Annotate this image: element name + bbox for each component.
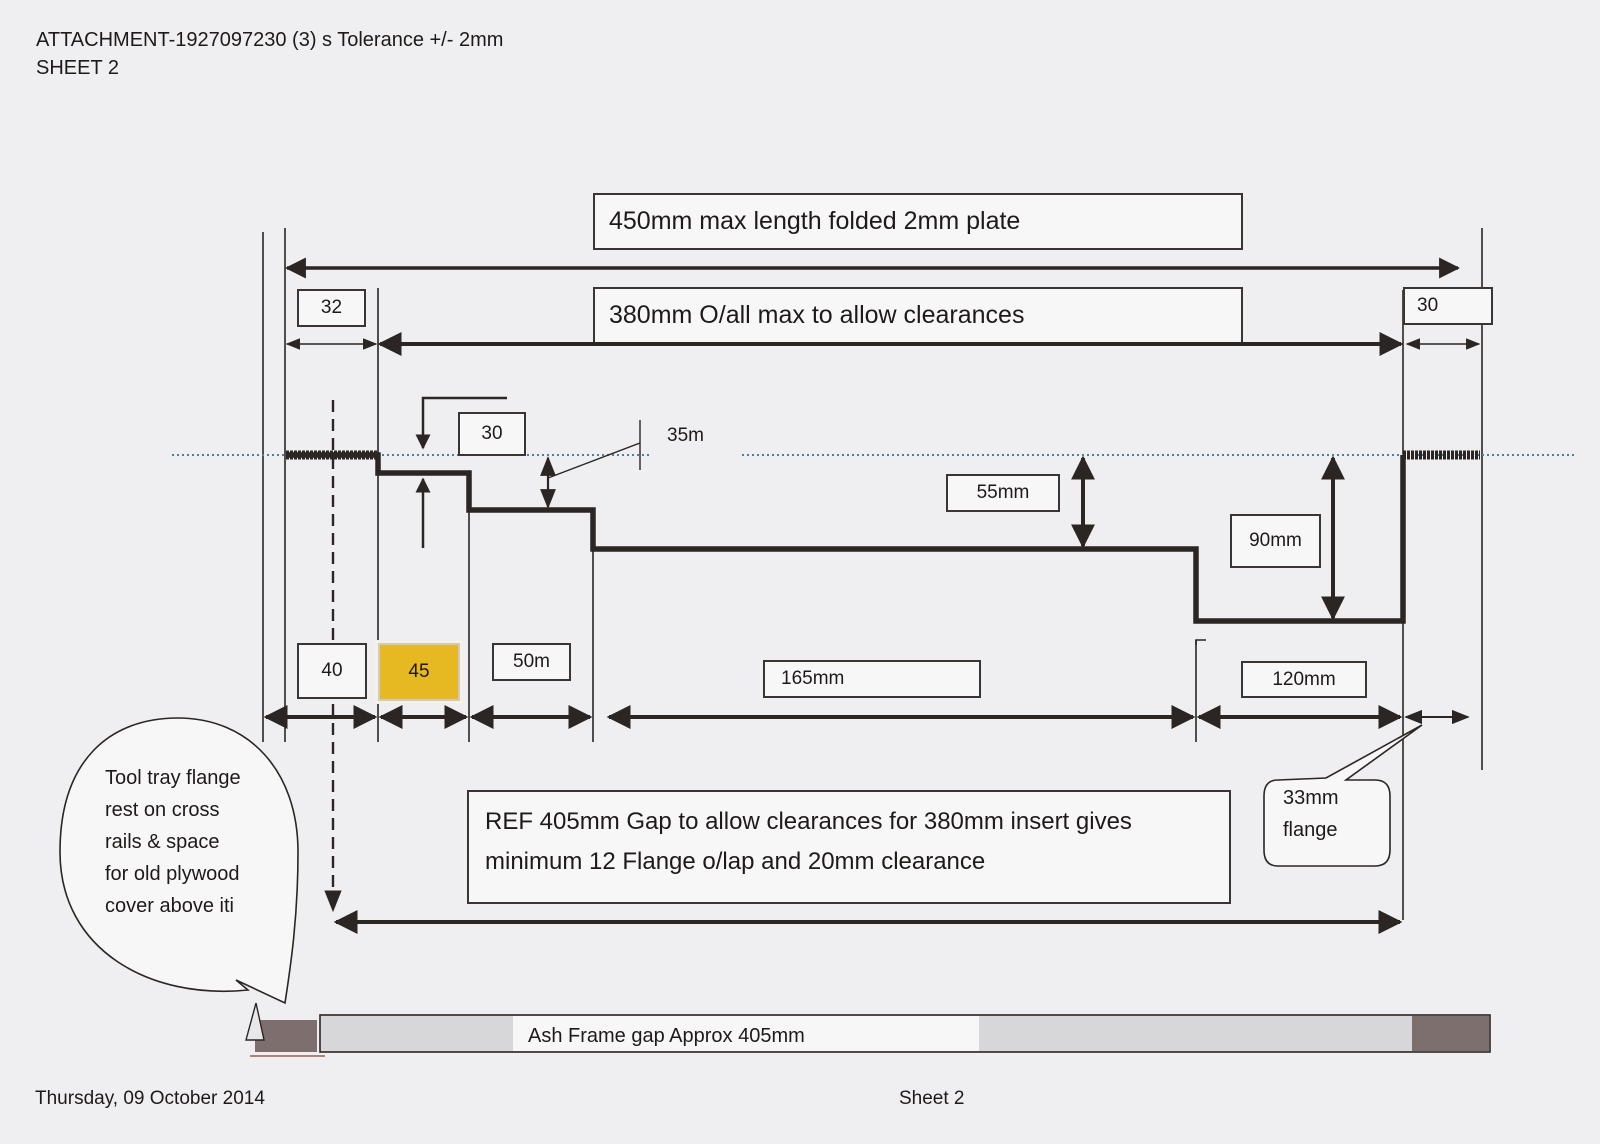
- bar-left-block: [255, 1020, 317, 1052]
- callout-left-line: cover above iti: [105, 895, 234, 917]
- bar-right-block: [1412, 1016, 1489, 1051]
- callout-left-line: rails & space: [105, 831, 220, 853]
- callout-left-text: Tool tray flange rest on cross rails & s…: [105, 762, 241, 922]
- dim-label-50: 50m: [492, 643, 571, 681]
- ref-note: REF 405mm Gap to allow clearances for 38…: [467, 790, 1231, 904]
- callout-right-line: 33mm: [1283, 787, 1339, 809]
- callout-right-line: flange: [1283, 819, 1338, 841]
- dim-label-40: 40: [297, 643, 367, 699]
- overall-label: 380mm O/all max to allow clearances: [593, 287, 1243, 342]
- callout-right-balloon: [1263, 724, 1423, 867]
- bar-label-area: [513, 1016, 979, 1051]
- callout-right-text: 33mm flange: [1283, 782, 1339, 846]
- leader-35: [547, 442, 641, 479]
- plate-profile: [286, 452, 1406, 624]
- dim-label-165: 165mm: [763, 660, 981, 698]
- dim-label-30-step: 30: [458, 412, 526, 456]
- dim-label-35: 35m: [667, 425, 704, 446]
- dim-label-120: 120mm: [1241, 661, 1367, 698]
- ash-frame-label: Ash Frame gap Approx 405mm: [528, 1025, 805, 1047]
- ref-note-line1: REF 405mm Gap to allow clearances for 38…: [485, 808, 1132, 835]
- callout-left-line: Tool tray flange: [105, 767, 241, 789]
- callout-left-line: rest on cross: [105, 799, 220, 821]
- callout-left-balloon: [59, 717, 299, 1005]
- ref-note-line2: minimum 12 Flange o/lap and 20mm clearan…: [485, 848, 986, 875]
- callout-left-line: for old plywood: [105, 863, 240, 885]
- footer-sheet: Sheet 2: [899, 1088, 965, 1109]
- dim-label-90: 90mm: [1230, 514, 1321, 568]
- footer-date: Thursday, 09 October 2014: [35, 1088, 265, 1109]
- header-sheet: SHEET 2: [36, 57, 119, 79]
- dim-label-30-right: 30: [1403, 287, 1493, 325]
- step-arrow-top: [415, 396, 507, 450]
- dim-label-55: 55mm: [946, 474, 1060, 512]
- dim-label-32: 32: [297, 289, 366, 327]
- dim-label-45: 45: [378, 643, 460, 701]
- header-title: ATTACHMENT-1927097230 (3) s Tolerance +/…: [36, 29, 504, 51]
- max-length-label: 450mm max length folded 2mm plate: [593, 193, 1243, 250]
